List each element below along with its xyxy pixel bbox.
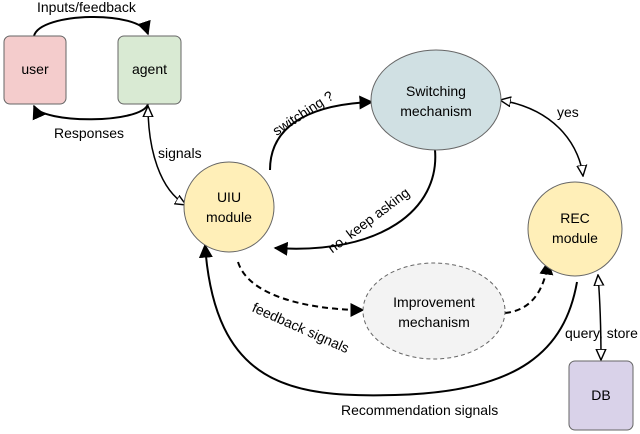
query-store-label: query, store bbox=[565, 325, 638, 341]
switching-label-line2: mechanism bbox=[400, 103, 472, 119]
edge-switching-question bbox=[269, 95, 374, 171]
improvement-label-line1: Improvement bbox=[393, 294, 475, 310]
agent-node bbox=[117, 35, 182, 105]
user-node bbox=[3, 35, 67, 105]
rec-label-line1: REC bbox=[560, 210, 590, 226]
yes-label: yes bbox=[557, 104, 579, 120]
inputs-feedback-label: Inputs/feedback bbox=[37, 0, 136, 15]
uiu-module-node bbox=[183, 161, 275, 253]
switching-mechanism-node bbox=[370, 49, 502, 151]
edge-recommendation-signals bbox=[198, 243, 578, 397]
improvement-label-line2: mechanism bbox=[398, 314, 470, 330]
switching-label-line1: Switching bbox=[406, 83, 466, 99]
edge-query-store bbox=[598, 275, 601, 360]
uiu-label-line2: module bbox=[206, 209, 252, 225]
edge-improvement-to-rec bbox=[504, 260, 554, 314]
edge-feedback-signals bbox=[237, 261, 365, 317]
rec-label-line2: module bbox=[552, 230, 598, 246]
edge-no-keep-asking bbox=[273, 149, 437, 256]
db-node bbox=[568, 360, 634, 431]
rec-module-node bbox=[527, 181, 623, 277]
recommendation-signals-label: Recommendation signals bbox=[341, 402, 499, 418]
improvement-mechanism-node bbox=[362, 262, 506, 360]
uiu-label-line1: UIU bbox=[216, 189, 242, 205]
agent-label: agent bbox=[131, 61, 168, 77]
user-label: user bbox=[21, 61, 49, 77]
edge-yes bbox=[500, 100, 583, 176]
edge-signals bbox=[148, 106, 186, 205]
edge-responses bbox=[32, 103, 149, 121]
edge-inputs-feedback bbox=[33, 15, 151, 37]
signals-label: signals bbox=[158, 145, 202, 161]
db-label: DB bbox=[591, 387, 611, 403]
responses-label: Responses bbox=[54, 125, 125, 141]
